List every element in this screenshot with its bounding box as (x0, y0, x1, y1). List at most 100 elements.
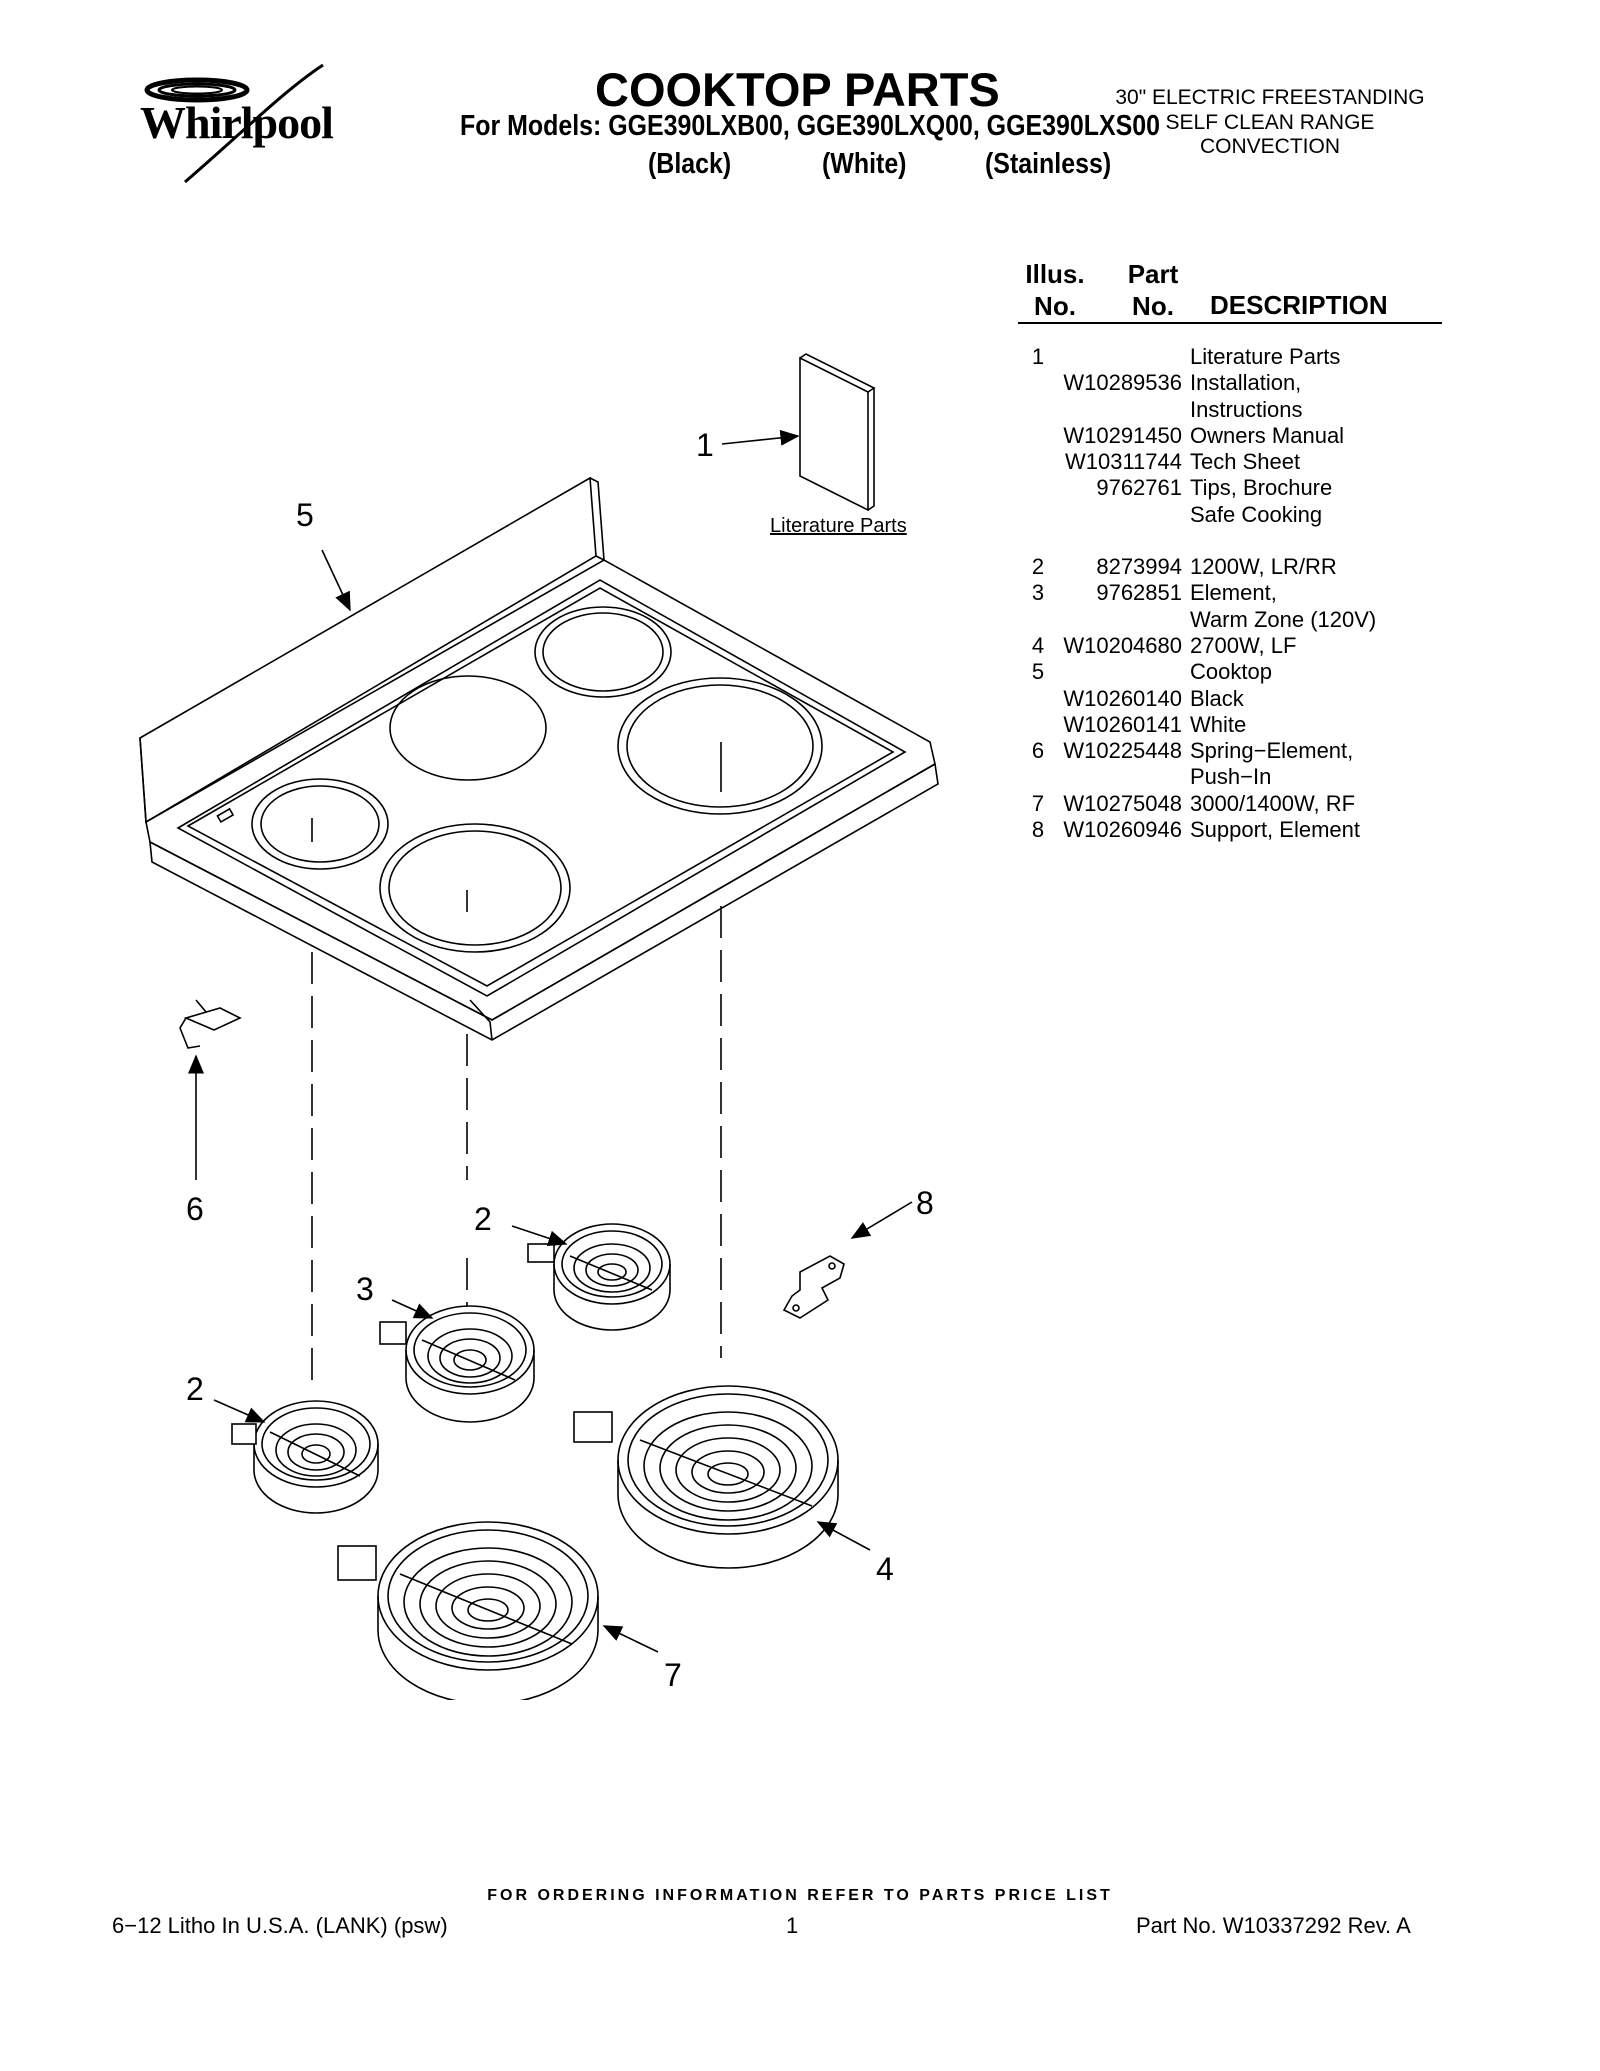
header-part-line2: No. (1132, 291, 1174, 321)
column-header-description: DESCRIPTION (1210, 290, 1388, 320)
illus-number (1018, 764, 1058, 790)
callout-6: 6 (186, 1191, 204, 1227)
illus-number (1018, 423, 1058, 449)
part-number: W10260141 (1063, 711, 1182, 737)
illus-number (1018, 502, 1058, 528)
header-part-line1: Part (1127, 259, 1179, 289)
illus-number: 2 (1031, 554, 1045, 580)
element-3-illustration (379, 1305, 535, 1423)
part-number (1058, 659, 1190, 685)
part-description: Safe Cooking (1190, 501, 1323, 527)
variant-white: (White) (822, 148, 907, 180)
element-2-left-illustration (231, 1400, 379, 1514)
header-illus-line2: No. (1034, 291, 1076, 321)
variant-stainless: (Stainless) (985, 148, 1112, 180)
part-number: W10311744 (1064, 449, 1182, 475)
illus-number (1018, 607, 1058, 633)
illus-number (1018, 449, 1058, 475)
part-description: Element, (1190, 580, 1277, 606)
illus-number (1018, 370, 1058, 396)
part-description: 1200W, LR/RR (1190, 554, 1337, 580)
illus-number: 3 (1031, 580, 1045, 606)
callout-4: 4 (876, 1551, 894, 1587)
part-description: Cooktop (1190, 659, 1272, 685)
header-illus-line1: Illus. (1025, 259, 1085, 289)
part-description: Tips, Brochure (1190, 475, 1333, 501)
part-number: 8273994 (1096, 554, 1182, 580)
callout-7: 7 (664, 1657, 682, 1693)
cooktop-illustration (139, 476, 939, 1041)
parts-row: Instructions (1018, 397, 1448, 423)
callout-8: 8 (916, 1185, 934, 1221)
range-type-line-3: CONVECTION (1199, 135, 1340, 158)
element-4-illustration (573, 1385, 839, 1569)
part-description: 2700W, LF (1190, 632, 1297, 658)
illus-number: 7 (1031, 790, 1045, 816)
part-description: Warm Zone (120V) (1190, 606, 1377, 632)
part-number: 9762761 (1096, 475, 1182, 501)
range-type-line-1: 30" ELECTRIC FREESTANDING (1115, 86, 1425, 109)
litho-info: 6−12 Litho In U.S.A. (LANK) (psw) (112, 1913, 448, 1938)
part-number (1058, 607, 1190, 633)
parts-row: 3 9762851 Element, (1018, 580, 1448, 606)
parts-row: 4 W10204680 2700W, LF (1018, 633, 1448, 659)
illus-number (1018, 397, 1058, 423)
spring-element-illustration (179, 999, 242, 1049)
part-description: 3000/1400W, RF (1190, 790, 1356, 816)
literature-parts-caption: Literature Parts (770, 515, 907, 537)
illus-number (1018, 475, 1058, 501)
part-number: W10225448 (1063, 738, 1182, 764)
part-number: 9762851 (1096, 580, 1182, 606)
part-description: Installation, (1190, 370, 1302, 396)
models-line: For Models: GGE390LXB00, GGE390LXQ00, GG… (460, 110, 1160, 142)
parts-row: 2 8273994 1200W, LR/RR (1018, 554, 1448, 580)
part-description: Instructions (1190, 396, 1303, 422)
part-number (1058, 397, 1190, 423)
parts-row: Safe Cooking (1018, 502, 1448, 528)
part-number (1058, 502, 1190, 528)
ordering-note: FOR ORDERING INFORMATION REFER TO PARTS … (487, 1887, 1113, 1904)
brand-wordmark: Whirlpool (140, 97, 334, 148)
page-title: COOKTOP PARTS (595, 63, 1000, 116)
whirlpool-logo (144, 63, 324, 184)
callout-arrows (188, 429, 913, 1653)
element-7-illustration (337, 1521, 599, 1700)
part-number: W10275048 (1063, 790, 1182, 816)
alignment-lines (311, 906, 722, 1380)
illus-number: 6 (1031, 738, 1045, 764)
page-number: 1 (786, 1913, 799, 1938)
parts-row: 6 W10225448 Spring−Element, (1018, 738, 1448, 764)
document-part-number: Part No. W10337292 Rev. A (1136, 1913, 1411, 1938)
header-rule (1018, 322, 1442, 324)
row-spacer (1018, 528, 1448, 554)
exploded-parts-diagram: 1 5 6 2 8 3 2 4 7 Literature Parts (139, 353, 939, 1700)
callout-2-left: 2 (186, 1371, 204, 1407)
column-header-part: Part No. (1118, 258, 1188, 322)
column-header-illus: Illus. No. (1020, 258, 1090, 322)
callout-1: 1 (696, 427, 714, 463)
illus-number: 4 (1031, 632, 1045, 658)
range-type-line-2: SELF CLEAN RANGE (1165, 111, 1375, 134)
illus-number (1018, 686, 1058, 712)
parts-row: 7 W10275048 3000/1400W, RF (1018, 791, 1448, 817)
element-2-top-illustration (527, 1223, 671, 1331)
part-number: W10204680 (1063, 632, 1182, 658)
literature-parts-illustration (799, 353, 876, 512)
part-description: Spring−Element, (1190, 738, 1354, 764)
callout-3: 3 (356, 1271, 374, 1307)
illus-number: 1 (1031, 344, 1045, 369)
support-element-illustration (782, 1255, 845, 1319)
part-number: W10260946 (1063, 817, 1182, 843)
parts-row: Push−In (1018, 764, 1448, 790)
variant-black: (Black) (648, 148, 732, 180)
part-description: Black (1190, 685, 1244, 711)
part-number: W10260140 (1063, 685, 1182, 711)
part-number: W10291450 (1063, 422, 1182, 448)
